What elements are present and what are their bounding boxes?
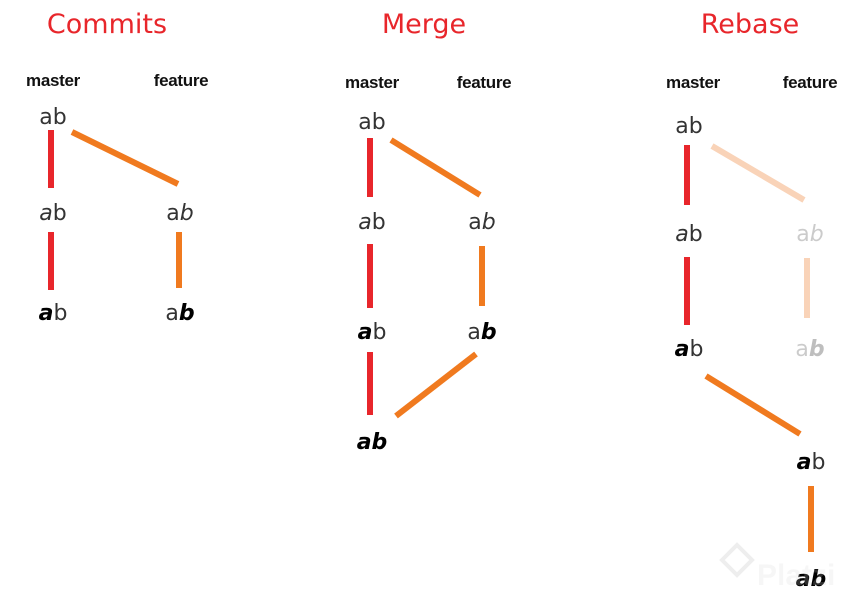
rebase-replay-link (704, 373, 802, 437)
merge-feature-label: feature (457, 73, 512, 92)
commits-feature-label: feature (154, 71, 209, 90)
rebase-master-node-3: ab (675, 337, 704, 362)
rebase-faded-feature-node-1: ab (796, 222, 823, 247)
rebase-master-node-2: ab (675, 222, 702, 247)
commits-branch-link (70, 129, 180, 187)
commits-panel: Commits master feature ab ab ab ab ab (26, 9, 209, 326)
merge-branch-link (389, 137, 482, 198)
merge-title: Merge (382, 9, 466, 40)
merge-feature-node-2: ab (467, 320, 496, 345)
rebase-feature-label: feature (783, 73, 838, 92)
merge-master-label: master (345, 73, 400, 92)
rebase-result-node: ab (796, 567, 827, 592)
merge-join-link (394, 351, 478, 419)
rebase-faded-branch-link (710, 143, 806, 203)
watermark-text: Platzi (757, 559, 835, 592)
rebase-feature-node-1: ab (797, 450, 826, 475)
commits-feature-node-1: ab (166, 201, 193, 226)
commits-title: Commits (47, 9, 167, 40)
commits-feature-node-2: ab (165, 301, 194, 326)
rebase-master-node-1: ab (675, 114, 702, 139)
merge-master-node-1: ab (358, 110, 385, 135)
merge-master-node-2: ab (358, 210, 385, 235)
merge-feature-node-1: ab (468, 210, 495, 235)
rebase-faded-feature-node-2: ab (795, 337, 824, 362)
merge-panel: Merge master feature ab ab ab ab ab ab (345, 9, 512, 455)
merge-master-node-3: ab (358, 320, 387, 345)
commits-master-node-1: ab (39, 105, 66, 130)
merge-result-node: ab (357, 430, 388, 455)
rebase-title: Rebase (701, 9, 800, 40)
commits-master-node-3: ab (39, 301, 68, 326)
commits-master-label: master (26, 71, 81, 90)
rebase-master-label: master (666, 73, 721, 92)
commits-master-node-2: ab (39, 201, 66, 226)
platzi-watermark: Platzi (719, 542, 835, 592)
rebase-panel: Rebase master feature ab ab ab ab ab ab … (666, 9, 838, 592)
platzi-logo-icon (719, 542, 755, 578)
